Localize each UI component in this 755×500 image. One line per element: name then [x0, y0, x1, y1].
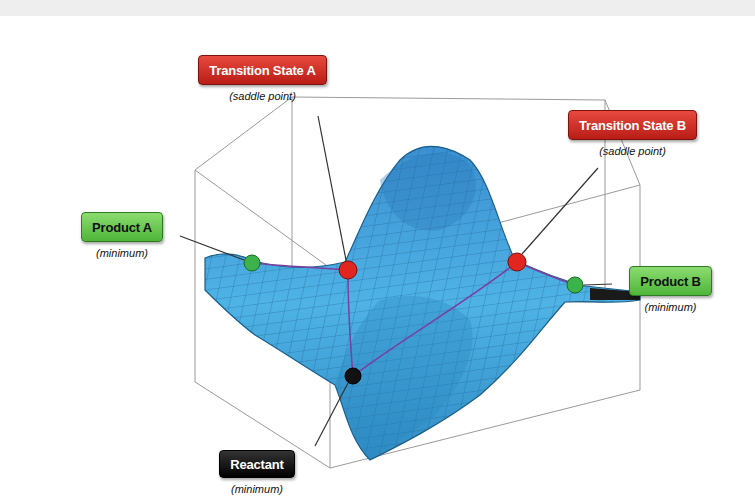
transition-a-dot — [339, 261, 357, 279]
transition-state-label: Transition State B(saddle point) — [568, 110, 697, 140]
transition-state-label-text: Transition State A — [209, 63, 315, 78]
product-a-dot — [244, 255, 260, 271]
minimum-note: (minimum) — [231, 483, 283, 495]
saddle-point-note: (saddle point) — [599, 145, 666, 157]
product-b-dot — [567, 277, 583, 293]
product-label-text: Product B — [640, 274, 700, 289]
transition-b-dot — [508, 253, 526, 271]
minimum-note: (minimum) — [96, 247, 148, 259]
product-label: Product A(minimum) — [81, 212, 163, 242]
reactant-label: Reactant(minimum) — [219, 450, 295, 478]
reactant-dot — [345, 368, 361, 384]
bounding-box — [195, 97, 640, 468]
product-label: Product B(minimum) — [629, 266, 712, 296]
saddle-point-note: (saddle point) — [229, 90, 296, 102]
reactant-label-text: Reactant — [230, 457, 283, 472]
leader-lines — [180, 116, 612, 446]
transition-state-label: Transition State A(saddle point) — [198, 55, 327, 85]
product-label-text: Product A — [92, 220, 152, 235]
minimum-note: (minimum) — [645, 301, 697, 313]
potential-surface — [205, 146, 640, 460]
reaction-path — [252, 262, 575, 376]
top-band — [0, 0, 755, 16]
transition-state-label-text: Transition State B — [579, 118, 686, 133]
